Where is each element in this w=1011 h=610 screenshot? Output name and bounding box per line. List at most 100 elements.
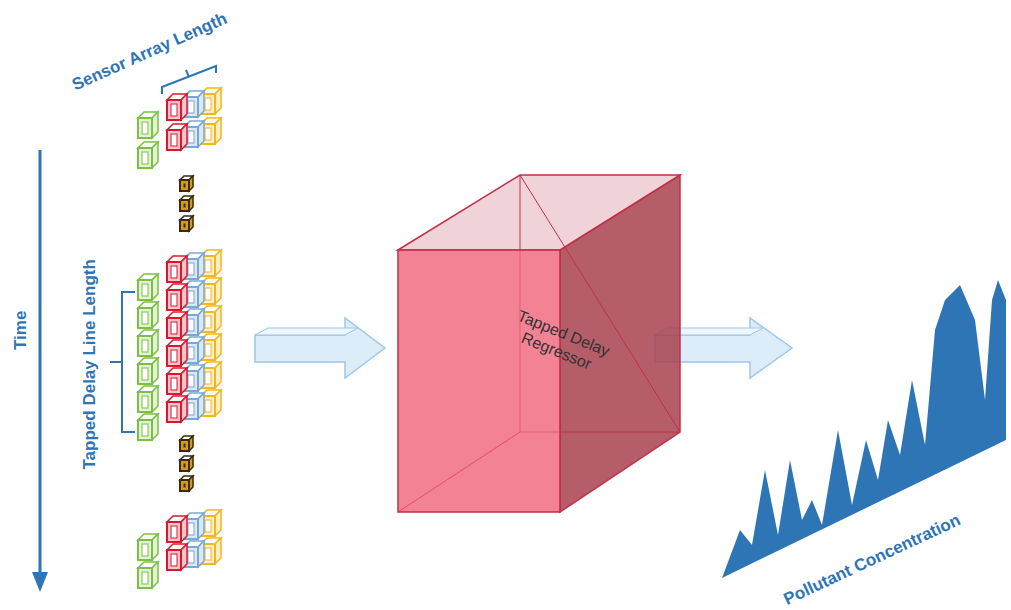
ellipsis-cube bbox=[180, 216, 193, 231]
ellipsis-cube-front bbox=[180, 480, 189, 491]
green-sensor-inner bbox=[142, 396, 148, 408]
red-sensor-inner bbox=[171, 266, 177, 278]
ellipsis-cube-front bbox=[180, 180, 189, 191]
green-sensor-front bbox=[138, 336, 152, 356]
yellow-sensor-inner bbox=[205, 548, 211, 560]
green-sensor bbox=[138, 274, 158, 300]
red-sensor-inner bbox=[171, 526, 177, 538]
blue-sensor-inner bbox=[188, 375, 194, 387]
red-sensor-inner bbox=[171, 104, 177, 116]
blue-sensor-inner bbox=[188, 291, 194, 303]
green-sensor-inner bbox=[142, 340, 148, 352]
blue-sensor-inner bbox=[188, 101, 194, 113]
green-sensor-inner bbox=[142, 544, 148, 556]
red-sensor-inner bbox=[171, 406, 177, 418]
green-sensor-inner bbox=[142, 368, 148, 380]
green-sensor-front bbox=[138, 364, 152, 384]
red-sensor-front bbox=[167, 130, 181, 150]
green-sensor-front bbox=[138, 540, 152, 560]
blue-sensor-inner bbox=[188, 523, 194, 535]
red-sensor-front bbox=[167, 290, 181, 310]
green-sensor-front bbox=[138, 420, 152, 440]
red-sensor bbox=[167, 256, 187, 282]
green-sensor bbox=[138, 330, 158, 356]
yellow-sensor-inner bbox=[205, 400, 211, 412]
yellow-sensor-inner bbox=[205, 288, 211, 300]
axis-label: Time bbox=[13, 310, 32, 349]
blue-sensor-inner bbox=[188, 551, 194, 563]
red-sensor-front bbox=[167, 522, 181, 542]
green-sensor bbox=[138, 302, 158, 328]
green-sensor-front bbox=[138, 568, 152, 588]
red-sensor bbox=[167, 94, 187, 120]
regressor-box: Tapped Delay Regressor bbox=[395, 170, 685, 515]
sensor-bracket bbox=[162, 66, 216, 94]
red-sensor bbox=[167, 368, 187, 394]
blue-sensor-inner bbox=[188, 347, 194, 359]
green-sensor-inner bbox=[142, 424, 148, 436]
green-sensor-inner bbox=[142, 572, 148, 584]
ellipsis-cube-inner bbox=[184, 444, 185, 447]
red-sensor-front bbox=[167, 402, 181, 422]
block-arrow bbox=[255, 318, 385, 378]
red-sensor-front bbox=[167, 100, 181, 120]
blue-sensor-inner bbox=[188, 403, 194, 415]
red-sensor-inner bbox=[171, 350, 177, 362]
green-sensor-front bbox=[138, 308, 152, 328]
delay-bracket bbox=[110, 292, 135, 432]
red-sensor-inner bbox=[171, 134, 177, 146]
yellow-sensor-inner bbox=[205, 98, 211, 110]
box-front bbox=[398, 250, 560, 512]
yellow-sensor-inner bbox=[205, 260, 211, 272]
yellow-sensor-inner bbox=[205, 344, 211, 356]
green-sensor bbox=[138, 414, 158, 440]
red-sensor-front bbox=[167, 374, 181, 394]
green-sensor-front bbox=[138, 148, 152, 168]
ellipsis-cube-inner bbox=[184, 184, 185, 187]
ellipsis-cube-inner bbox=[184, 484, 185, 487]
time-axis bbox=[39, 150, 42, 575]
green-sensor bbox=[138, 112, 158, 138]
red-sensor-inner bbox=[171, 322, 177, 334]
red-sensor-inner bbox=[171, 378, 177, 390]
yellow-sensor-inner bbox=[205, 128, 211, 140]
green-sensor-inner bbox=[142, 312, 148, 324]
green-sensor bbox=[138, 534, 158, 560]
red-sensor bbox=[167, 396, 187, 422]
green-sensor-front bbox=[138, 392, 152, 412]
red-sensor bbox=[167, 312, 187, 338]
red-sensor-front bbox=[167, 550, 181, 570]
green-sensor bbox=[138, 358, 158, 384]
ellipsis-cube-front bbox=[180, 220, 189, 231]
yellow-sensor-inner bbox=[205, 372, 211, 384]
sensor-grid bbox=[138, 88, 221, 588]
concentration-chart bbox=[722, 280, 1006, 578]
blue-sensor-inner bbox=[188, 319, 194, 331]
ellipsis-cube-front bbox=[180, 440, 189, 451]
red-sensor bbox=[167, 124, 187, 150]
green-sensor-front bbox=[138, 280, 152, 300]
time-arrowhead bbox=[32, 572, 48, 592]
yellow-sensor-inner bbox=[205, 520, 211, 532]
ellipsis-cube bbox=[180, 176, 193, 191]
green-sensor-inner bbox=[142, 284, 148, 296]
ellipsis-cube-inner bbox=[184, 224, 185, 227]
ellipsis-cube-inner bbox=[184, 464, 185, 467]
green-sensor bbox=[138, 142, 158, 168]
ellipsis-cube bbox=[180, 456, 193, 471]
blue-sensor-inner bbox=[188, 263, 194, 275]
red-sensor-front bbox=[167, 346, 181, 366]
ellipsis-cube-front bbox=[180, 460, 189, 471]
ellipsis-cube bbox=[180, 196, 193, 211]
red-sensor-inner bbox=[171, 554, 177, 566]
axis-label: Sensor Array Length bbox=[70, 9, 231, 94]
green-sensor-inner bbox=[142, 152, 148, 164]
red-sensor bbox=[167, 516, 187, 542]
bracket-label: Tapped Delay Line Length bbox=[81, 259, 100, 469]
red-sensor bbox=[167, 544, 187, 570]
red-sensor bbox=[167, 340, 187, 366]
green-sensor-front bbox=[138, 118, 152, 138]
box-top bbox=[398, 175, 680, 250]
red-sensor-front bbox=[167, 262, 181, 282]
red-sensor-inner bbox=[171, 294, 177, 306]
